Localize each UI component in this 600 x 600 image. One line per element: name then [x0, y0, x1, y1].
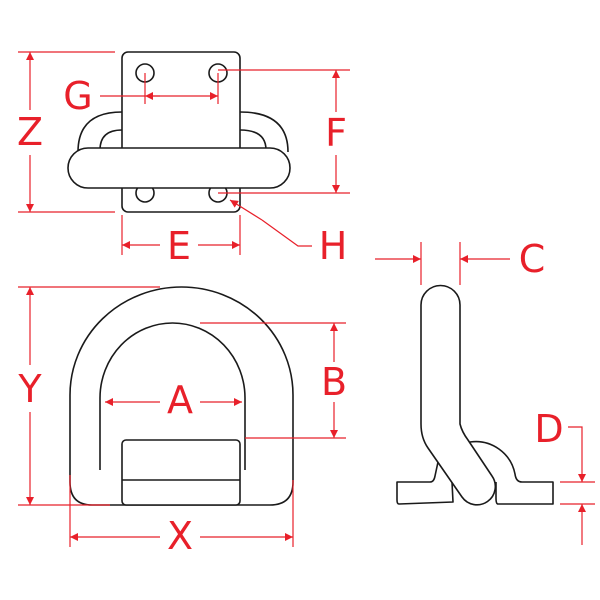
label-h: H	[319, 224, 348, 268]
mounting-block	[121, 439, 241, 506]
label-g: G	[63, 74, 92, 118]
dimension-g: G	[63, 73, 219, 118]
ring-arc	[77, 111, 289, 153]
dimension-e: E	[121, 215, 241, 268]
dimension-a: A	[105, 378, 242, 422]
label-c: C	[519, 237, 546, 281]
dimension-f: F	[218, 69, 350, 194]
label-z: Z	[17, 110, 43, 154]
label-b: B	[321, 360, 347, 404]
ring-bar	[67, 147, 291, 189]
dimension-d: D	[534, 407, 595, 545]
dimension-h: H	[229, 199, 348, 268]
dimension-c: C	[375, 237, 545, 285]
front-view	[69, 286, 294, 506]
top-view	[67, 51, 291, 213]
dimension-y: Y	[17, 286, 160, 506]
label-f: F	[325, 111, 347, 155]
dimension-x: X	[69, 475, 294, 558]
dimension-z: Z	[17, 51, 115, 213]
label-e: E	[167, 224, 191, 268]
base-right	[469, 440, 554, 505]
label-a: A	[167, 378, 193, 422]
dimension-b: B	[200, 322, 347, 439]
label-d: D	[534, 407, 563, 451]
label-y: Y	[17, 367, 42, 411]
label-x: X	[167, 514, 193, 558]
side-view	[396, 284, 554, 506]
ring-inner	[99, 322, 246, 470]
ring-profile	[420, 284, 497, 506]
